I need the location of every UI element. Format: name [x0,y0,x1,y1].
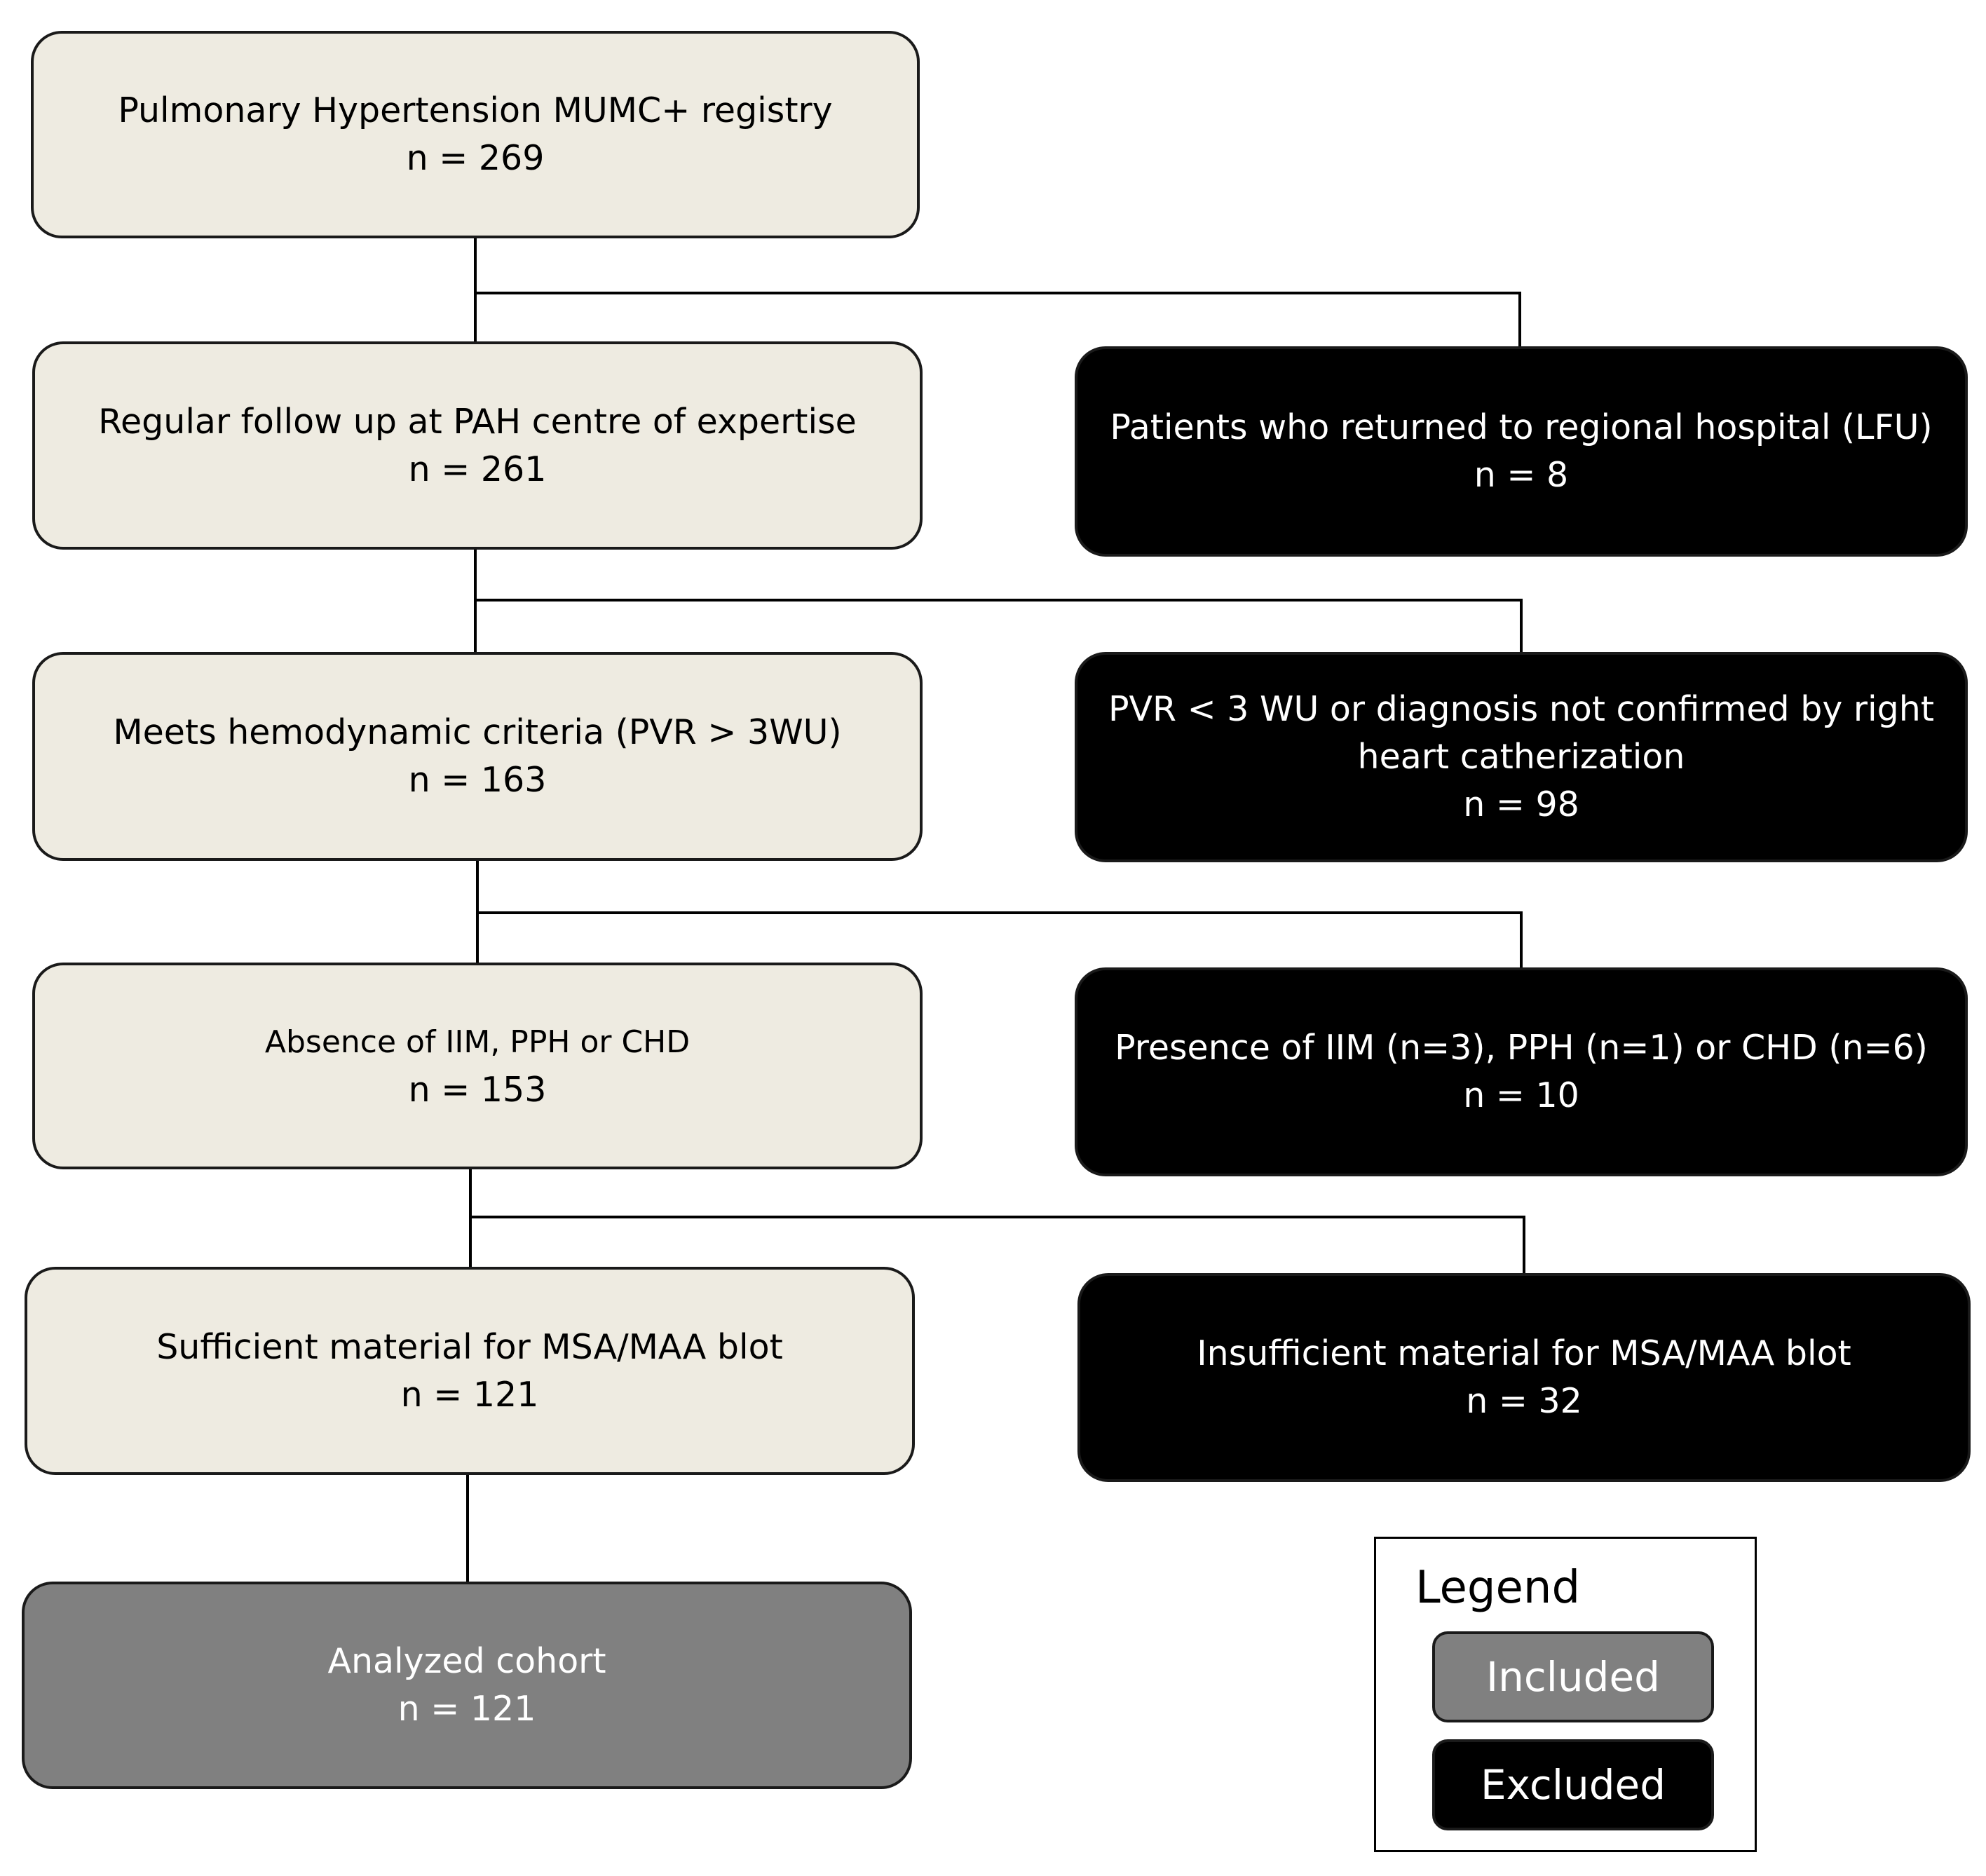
stage-count: n = 121 [400,1374,539,1415]
stage-absence-of-iim: Absence of IIM, PPH or CHD n = 153 [32,963,923,1169]
branch-lfu [475,292,1521,346]
branch-insufficient [470,1216,1525,1273]
stage-count: n = 269 [406,138,545,178]
excluded-insufficient-material: Insufficient material for MSA/MAA blot n… [1077,1273,1971,1482]
legend-excluded: Excluded [1432,1739,1714,1830]
excluded-count: n = 98 [1463,784,1579,824]
stage-count: n = 153 [408,1069,547,1110]
excluded-count: n = 10 [1463,1075,1579,1115]
excluded-count: n = 32 [1466,1381,1582,1421]
analyzed-cohort: Analyzed cohort n = 121 [22,1582,912,1789]
stage-label: Pulmonary Hypertension MUMC+ registry [118,90,833,130]
stage-count: n = 261 [408,449,547,489]
excluded-label: PVR < 3 WU or diagnosis not confirmed by… [1108,689,1935,729]
excluded-label: Patients who returned to regional hospit… [1110,407,1933,447]
stage-label: Absence of IIM, PPH or CHD [264,1024,691,1060]
excluded-label: Insufficient material for MSA/MAA blot [1197,1333,1851,1373]
analyzed-count: n = 121 [397,1689,536,1729]
branch-presence [477,911,1523,967]
stage-registry: Pulmonary Hypertension MUMC+ registry n … [31,31,920,238]
excluded-count: n = 8 [1474,455,1569,495]
stage-label: Sufficient material for MSA/MAA blot [156,1326,783,1367]
stage-sufficient-material: Sufficient material for MSA/MAA blot n =… [25,1267,915,1475]
stage-label: Meets hemodynamic criteria (PVR > 3WU) [113,712,842,752]
stage-hemodynamic-criteria: Meets hemodynamic criteria (PVR > 3WU) n… [32,652,923,861]
legend-title: Legend [1415,1562,1581,1614]
analyzed-label: Analyzed cohort [327,1641,606,1681]
excluded-presence-of-iim: Presence of IIM (n=3), PPH (n=1) or CHD … [1075,967,1968,1176]
legend-included: Included [1432,1631,1714,1722]
excluded-returned-regional: Patients who returned to regional hospit… [1075,346,1968,557]
stage-count: n = 163 [408,760,547,800]
stage-label: Regular follow up at PAH centre of exper… [98,401,857,442]
excluded-pvr-below-threshold: PVR < 3 WU or diagnosis not confirmed by… [1075,652,1968,862]
excluded-label-line2: heart catherization [1357,737,1685,777]
stage-regular-follow-up: Regular follow up at PAH centre of exper… [32,341,923,550]
excluded-label: Presence of IIM (n=3), PPH (n=1) or CHD … [1115,1028,1928,1068]
branch-pvr [475,599,1523,652]
legend: Legend Included Excluded [1374,1537,1757,1852]
